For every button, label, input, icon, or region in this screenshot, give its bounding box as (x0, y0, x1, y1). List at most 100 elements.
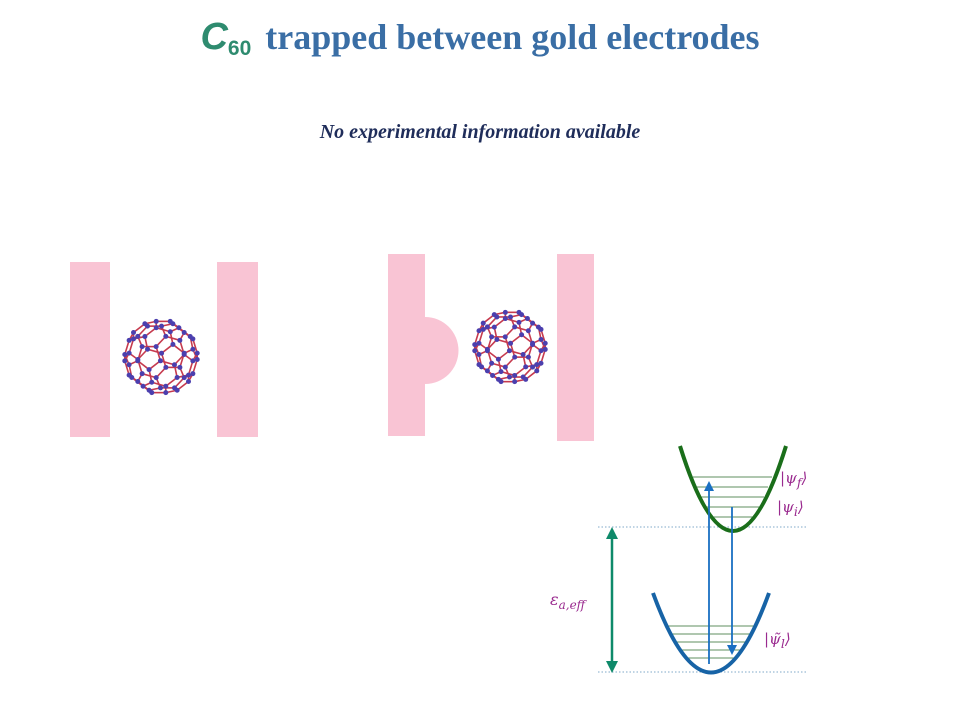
c60-atom (153, 375, 159, 381)
c60-atom (524, 316, 530, 322)
c60-atom (502, 364, 508, 370)
c60-atom (163, 390, 169, 396)
c60-atom (472, 342, 478, 348)
c60-atom (525, 354, 531, 360)
psi-l-subscript: l (780, 636, 785, 651)
epsilon-symbol: ε (550, 590, 559, 609)
energy-gap-label: εa,eff (550, 590, 585, 612)
psi-l-symbol: |ψ̃ (764, 630, 781, 648)
c60-atom (126, 372, 132, 378)
c60-atom (181, 350, 187, 356)
c60-atom (508, 340, 514, 346)
c60-atom (491, 324, 497, 330)
c60-atom (176, 325, 182, 331)
c60-atom (512, 354, 518, 360)
c60-atom (167, 318, 173, 324)
c60-atom (139, 371, 145, 377)
c60-atom (153, 325, 159, 331)
c60-atom (530, 320, 536, 326)
c60-atom (190, 346, 196, 352)
c60-atom (194, 350, 200, 356)
state-label-psi-i: |ψi⟩ (777, 498, 804, 519)
c60-atom (520, 352, 526, 358)
c60-molecule-left (122, 318, 200, 396)
title-molecule-symbol: C (200, 16, 228, 58)
c60-atom (494, 336, 500, 342)
c60-atom (520, 374, 526, 380)
c60-atom (157, 358, 163, 364)
c60-atom (516, 319, 522, 325)
psi-f-subscript: f (796, 475, 802, 490)
c60-atom (512, 324, 518, 330)
c60-atom (153, 318, 159, 324)
lower-vibrational-levels (668, 625, 755, 659)
c60-atom (490, 372, 496, 378)
c60-atom (157, 385, 163, 391)
c60-atom (512, 379, 518, 385)
c60-atom (122, 358, 128, 364)
psi-i-ket: ⟩ (797, 498, 804, 516)
left-electrode-1 (70, 262, 110, 437)
left-electrode-2 (388, 254, 425, 436)
c60-atom (534, 362, 540, 368)
psi-f-symbol: |ψ (780, 469, 797, 487)
c60-atom (472, 348, 478, 354)
c60-atom (142, 321, 148, 327)
c60-atom (491, 312, 497, 318)
c60-atom (122, 352, 128, 358)
c60-atom (489, 360, 495, 366)
c60-atom (484, 346, 490, 352)
c60-atom (516, 309, 522, 315)
c60-atom (498, 369, 504, 375)
c60-atom (187, 334, 193, 340)
c60-atom (495, 356, 501, 362)
c60-atom (489, 334, 495, 340)
c60-atom (476, 340, 482, 346)
epsilon-subscript: a,eff (558, 598, 586, 613)
c60-atom (159, 323, 165, 329)
title-molecule-subscript: 60 (227, 37, 252, 60)
c60-atom (484, 368, 490, 374)
psi-i-subscript: i (793, 504, 798, 519)
c60-atom (530, 340, 536, 346)
c60-atom (145, 346, 151, 352)
c60-atom (190, 358, 196, 364)
c60-atom (167, 329, 173, 335)
c60-atom (126, 362, 132, 368)
c60-atom (146, 387, 152, 393)
c60-atom (177, 364, 183, 370)
c60-atom (476, 352, 482, 358)
c60-atom (542, 340, 548, 346)
c60-atom (523, 364, 529, 370)
c60-atom (140, 383, 146, 389)
c60-atom (508, 314, 513, 320)
psi-f-ket: ⟩ (801, 469, 808, 487)
upper-potential-parabola (678, 445, 788, 533)
c60-atom (135, 356, 141, 362)
c60-atom (135, 378, 141, 384)
c60-atom (163, 333, 169, 339)
c60-atom (538, 336, 544, 342)
c60-atom (502, 334, 508, 340)
c60-atom (519, 332, 525, 338)
c60-atom (194, 356, 200, 362)
c60-atom (146, 367, 152, 373)
c60-atom (142, 334, 148, 340)
c60-atom (135, 333, 141, 339)
c60-atom (159, 350, 165, 356)
c60-atom (170, 341, 176, 347)
c60-atom (139, 344, 145, 350)
c60-atom (530, 364, 536, 370)
c60-atom (480, 320, 486, 326)
c60-atom (525, 328, 531, 334)
c60-atom (126, 350, 132, 356)
c60-atom (542, 346, 548, 352)
psi-i-symbol: |ψ (777, 498, 794, 516)
c60-atom (534, 368, 540, 374)
c60-atom (476, 328, 482, 334)
c60-atom (149, 379, 155, 385)
psi-l-ket: ⟩ (784, 630, 791, 648)
c60-atom (126, 337, 132, 343)
